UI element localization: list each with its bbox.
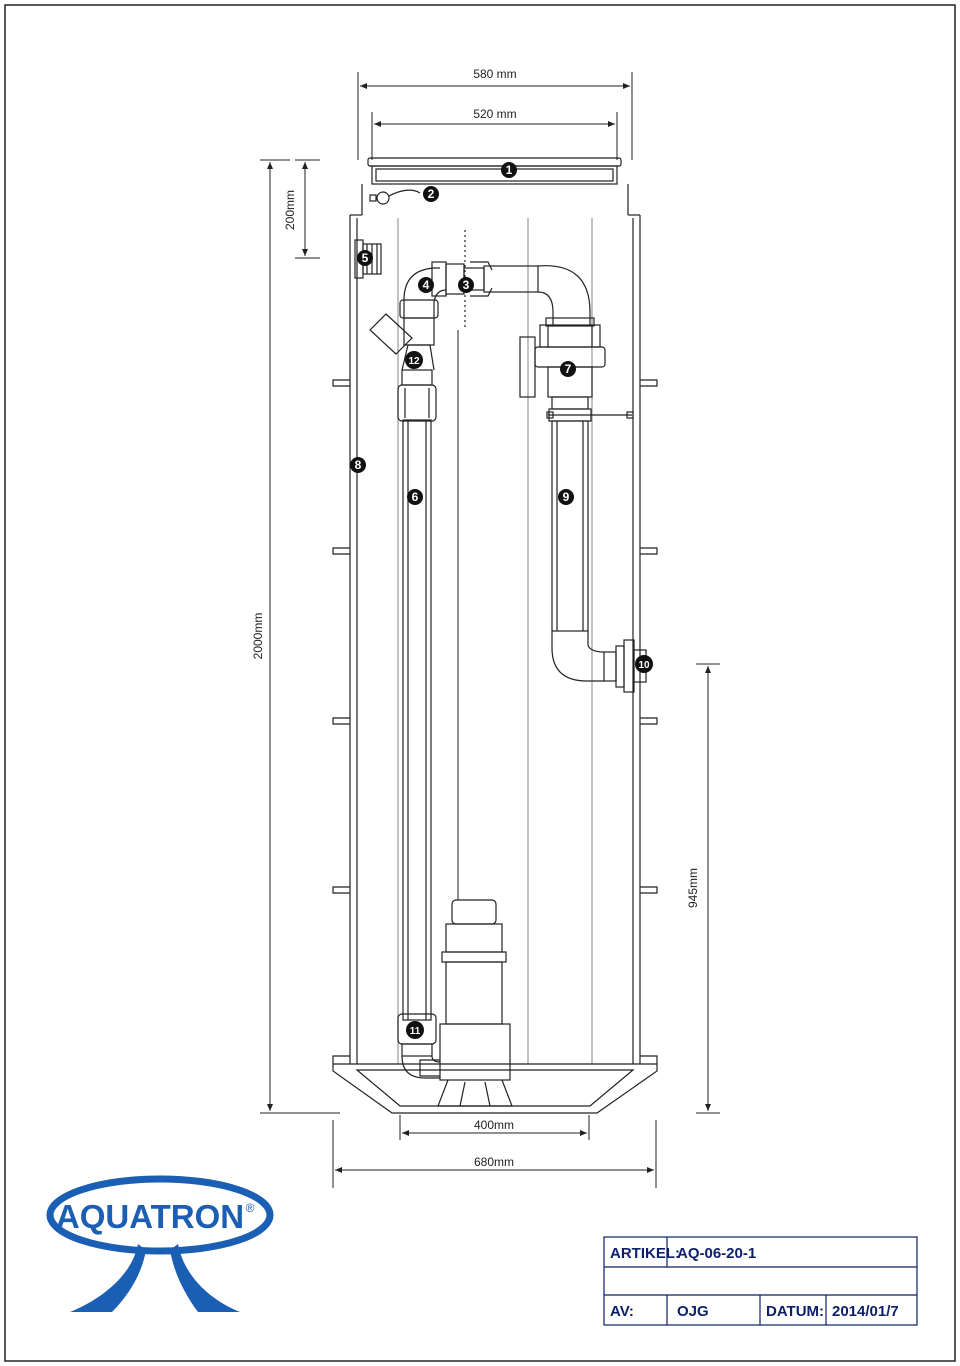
callout-8: 8	[350, 457, 366, 473]
svg-text:9: 9	[563, 490, 570, 504]
svg-text:10: 10	[638, 660, 650, 671]
gate-valve	[519, 317, 634, 422]
dim-outlet-height-label: 945mm	[686, 868, 700, 908]
svg-text:12: 12	[408, 356, 420, 367]
callout-7: 7	[560, 361, 576, 377]
logo-leg-right	[170, 1244, 240, 1312]
dimension-total-height	[260, 159, 340, 1114]
sheet-border	[4, 4, 956, 1362]
callout-6: 6	[407, 489, 423, 505]
stiffening-ribs	[332, 379, 658, 1064]
dimension-inner-width	[371, 112, 618, 160]
dimension-base-width	[399, 1115, 590, 1140]
svg-text:2: 2	[428, 187, 435, 201]
dim-foot-width-label: 680mm	[474, 1155, 514, 1169]
dim-total-height-label: 2000mm	[251, 613, 265, 660]
svg-text:7: 7	[565, 362, 572, 376]
datum-label: DATUM:	[766, 1303, 824, 1320]
outlet-flange	[603, 639, 647, 693]
dim-base-width-label: 400mm	[474, 1118, 514, 1132]
artikel-value: AQ-06-20-1	[677, 1245, 756, 1262]
riser-pipe-right	[551, 420, 605, 682]
riser-pipe-left	[369, 261, 447, 1021]
dimension-outlet-height	[696, 663, 720, 1114]
callout-11: 11	[406, 1021, 424, 1039]
lifting-eye	[369, 189, 421, 205]
aquatron-logo: AQUATRON ®	[46, 1175, 274, 1312]
lid-frame	[371, 165, 618, 185]
dimension-top-height	[295, 159, 320, 259]
datum-value: 2014/01/7	[832, 1303, 899, 1320]
logo-ellipse	[46, 1175, 274, 1255]
svg-text:1: 1	[506, 163, 513, 177]
svg-text:3: 3	[463, 278, 470, 292]
svg-text:6: 6	[412, 490, 419, 504]
tank-lid	[367, 157, 622, 167]
callout-9: 9	[558, 489, 574, 505]
av-label: AV:	[610, 1303, 634, 1320]
callout-3: 3	[458, 277, 474, 293]
av-value: OJG	[677, 1303, 709, 1320]
title-block	[603, 1236, 918, 1326]
svg-text:4: 4	[423, 278, 430, 292]
svg-text:8: 8	[355, 458, 362, 472]
callout-10: 10	[635, 655, 653, 673]
dim-top-height-label: 200mm	[283, 190, 297, 230]
callout-2: 2	[423, 186, 439, 202]
callout-5: 5	[357, 250, 373, 266]
logo-leg-left	[70, 1244, 146, 1312]
callout-12: 12	[405, 351, 423, 369]
dim-outer-width-label: 580 mm	[473, 67, 516, 81]
tank-body	[332, 157, 658, 1114]
callout-4: 4	[418, 277, 434, 293]
dimension-foot-width	[332, 1120, 657, 1188]
svg-text:11: 11	[410, 1026, 421, 1037]
lower-coupling	[397, 1013, 441, 1079]
svg-text:5: 5	[362, 251, 369, 265]
submersible-pump	[419, 899, 513, 1107]
callout-1: 1	[501, 162, 517, 178]
dimension-outer-width	[357, 72, 633, 160]
dim-inner-width-label: 520 mm	[473, 107, 516, 121]
artikel-label: ARTIKEL:	[610, 1245, 680, 1262]
logo-wordmark: AQUATRON	[56, 1198, 244, 1235]
logo-registered-mark: ®	[246, 1201, 255, 1215]
